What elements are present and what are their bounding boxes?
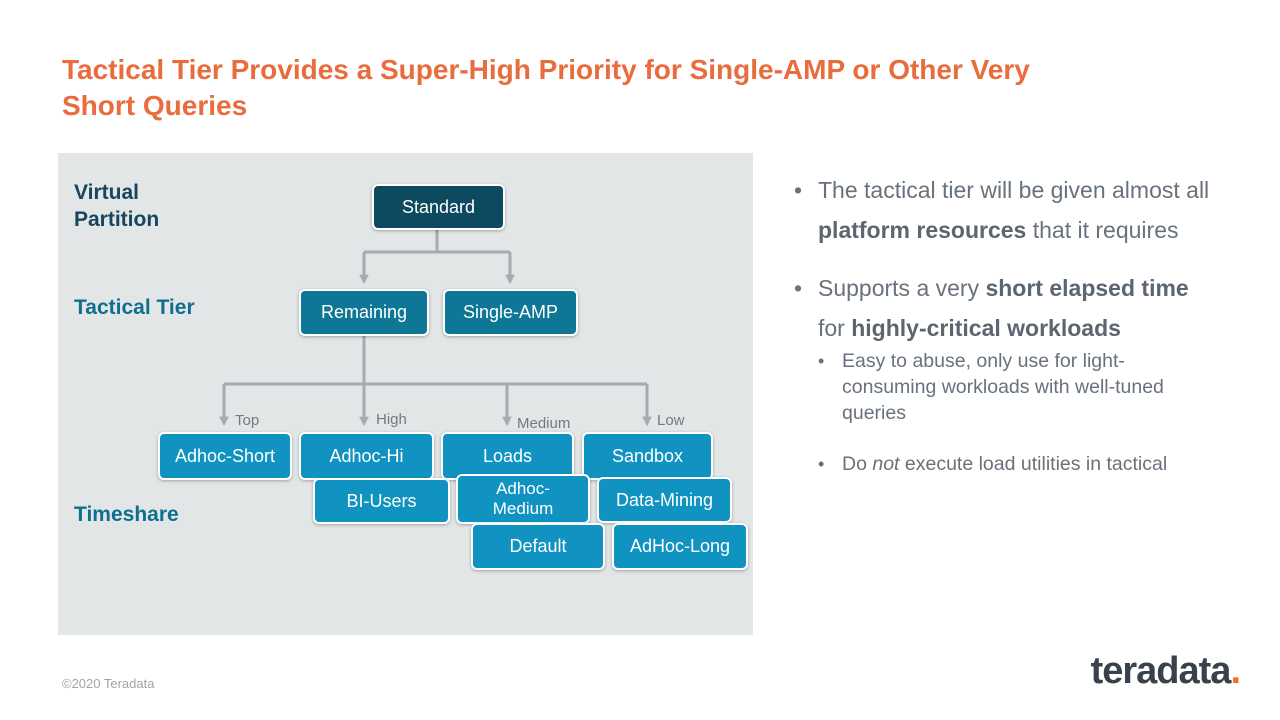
sub-bullet-item-easy-to-abuse: • Easy to abuse, only use for light-cons…	[818, 350, 1164, 424]
bullet-item-elapsed-time: • Supports a very short elapsed time for…	[792, 268, 1214, 477]
logo-text: teradata	[1090, 650, 1232, 692]
node-adhoc-long: AdHoc-Long	[612, 523, 748, 570]
bullet-list: • The tactical tier will be given almost…	[792, 170, 1240, 477]
bullet-icon: •	[794, 275, 803, 301]
connector-lines	[219, 230, 652, 427]
bullet-icon: •	[818, 351, 825, 371]
sub-bullet-list: • Easy to abuse, only use for light-cons…	[818, 348, 1214, 477]
node-sandbox: Sandbox	[582, 432, 713, 480]
node-bi-users: BI-Users	[313, 478, 450, 524]
slide-title: Tactical Tier Provides a Super-High Prio…	[62, 54, 1030, 121]
row-label-tactical-tier: Tactical Tier	[74, 296, 195, 319]
logo-dot: .	[1230, 650, 1241, 692]
arrow-label-high: High	[376, 411, 407, 428]
node-data-mining: Data-Mining	[597, 477, 732, 523]
teradata-logo: teradata.	[1090, 650, 1241, 693]
row-label-virtual-partition: Virtual Partition	[74, 181, 160, 231]
node-standard: Standard	[372, 184, 505, 230]
node-loads: Loads	[441, 432, 574, 480]
arrow-label-low: Low	[657, 412, 685, 429]
node-adhoc-medium: Adhoc- Medium	[456, 474, 590, 524]
node-adhoc-hi: Adhoc-Hi	[299, 432, 434, 480]
bullet-column: • The tactical tier will be given almost…	[792, 170, 1240, 477]
arrow-label-medium: Medium	[517, 415, 571, 432]
bullet-icon: •	[818, 454, 825, 474]
arrow-label-top: Top	[235, 412, 260, 429]
bullet-icon: •	[794, 177, 803, 203]
footer-copyright: ©2020 Teradata	[62, 676, 155, 691]
bullet-item-platform-resources: • The tactical tier will be given almost…	[792, 170, 1214, 250]
node-remaining: Remaining	[299, 289, 429, 336]
node-single-amp: Single-AMP	[443, 289, 578, 336]
sub-bullet-item-load-utilities: • Do not execute load utilities in tacti…	[818, 453, 1168, 475]
diagram-panel: Virtual Partition Tactical Tier Timeshar…	[58, 153, 753, 635]
node-default: Default	[471, 523, 605, 570]
row-label-timeshare: Timeshare	[74, 503, 179, 526]
node-adhoc-short: Adhoc-Short	[158, 432, 292, 480]
